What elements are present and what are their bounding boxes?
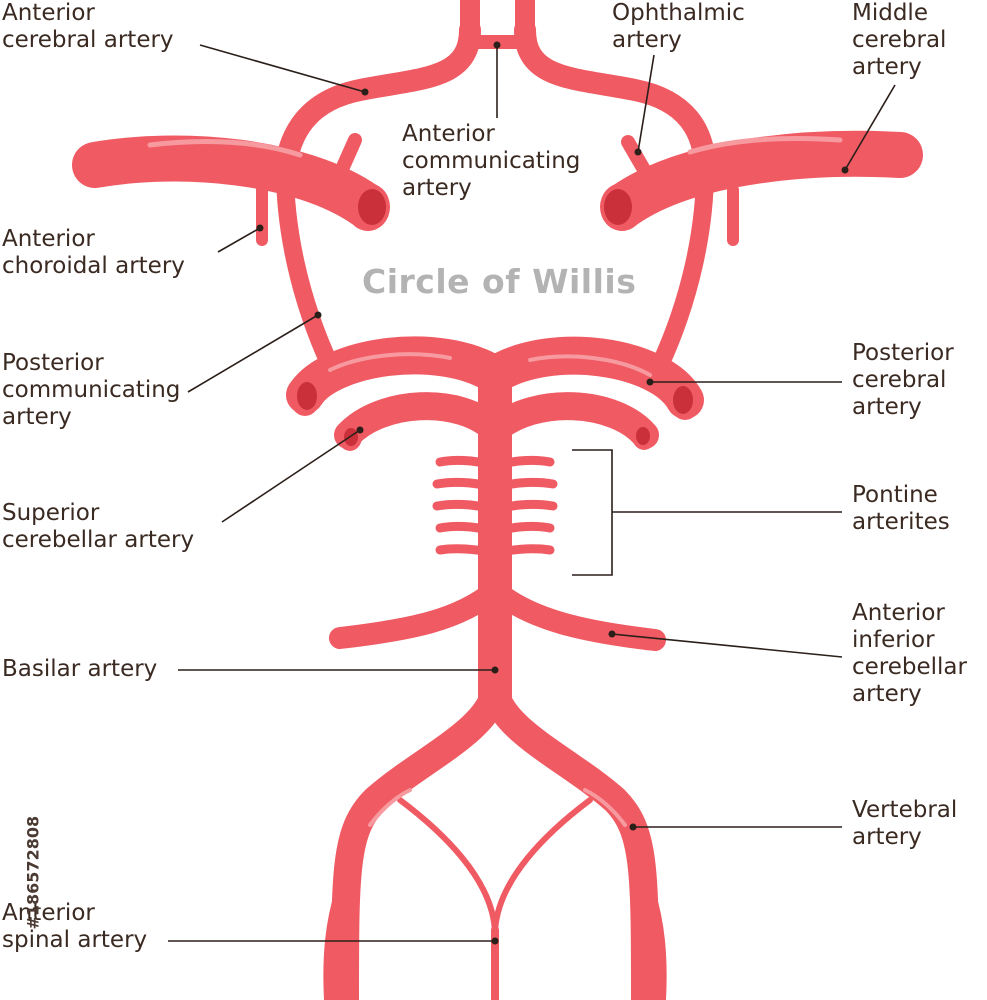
stock-id-watermark: #186572808 bbox=[23, 815, 43, 930]
superior-cerebellar-left-vessel bbox=[334, 392, 509, 449]
vertebral-left-vessel bbox=[331, 676, 509, 1000]
leader-dots bbox=[256, 41, 849, 945]
anterior-inferior-cerebellar-left-vessel bbox=[329, 579, 506, 649]
posterior-cerebral-left-vessel bbox=[286, 336, 514, 414]
leader-lines bbox=[168, 44, 896, 942]
pontine-branches bbox=[432, 455, 558, 558]
anterior-inferior-cerebellar-right-vessel bbox=[484, 579, 666, 651]
vertebral-right-outer-branch bbox=[639, 874, 667, 1000]
label-anterior-cerebral-artery: Anterior cerebral artery bbox=[2, 0, 174, 53]
middle-cerebral-right-vessel bbox=[602, 130, 923, 228]
middle-cerebral-left-vessel bbox=[72, 135, 388, 228]
vertebral-left-outer-branch bbox=[323, 874, 351, 1000]
label-superior-cerebellar-artery: Superior cerebellar artery bbox=[2, 500, 195, 553]
label-anterior-communicating-artery: Anterior communicating artery bbox=[402, 121, 581, 201]
label-posterior-cerebral-artery: Posterior cerebral artery bbox=[852, 340, 954, 420]
label-vertebral-artery: Vertebral artery bbox=[852, 797, 958, 850]
label-ophthalmic-artery: Ophthalmic artery bbox=[612, 0, 745, 53]
anterior-spinal-vessel bbox=[397, 797, 593, 938]
label-anterior-inferior-cerebellar-artery: Anterior inferior cerebellar artery bbox=[852, 600, 967, 707]
label-pontine-arterites: Pontine arterites bbox=[852, 482, 950, 535]
posterior-cerebral-right-vessel bbox=[476, 336, 704, 419]
vessel-openings bbox=[289, 183, 701, 451]
vessel-highlights bbox=[147, 136, 843, 827]
diagram-title: Circle of Willis bbox=[362, 262, 637, 301]
label-basilar-artery: Basilar artery bbox=[2, 656, 158, 682]
superior-cerebellar-right-vessel bbox=[481, 392, 659, 449]
ophthalmic-right-vessel bbox=[621, 135, 657, 187]
vertebral-right-vessel bbox=[481, 676, 659, 1000]
label-anterior-spinal-artery: Anterior spinal artery bbox=[2, 900, 148, 953]
label-posterior-communicating-artery: Posterior communicating artery bbox=[2, 350, 181, 430]
label-anterior-choroidal-artery: Anterior choroidal artery bbox=[2, 226, 185, 279]
anterior-cerebral-right-vessel bbox=[514, 19, 716, 181]
ophthalmic-left-vessel bbox=[328, 133, 362, 192]
label-middle-cerebral-artery: Middle cerebral artery bbox=[852, 0, 947, 80]
